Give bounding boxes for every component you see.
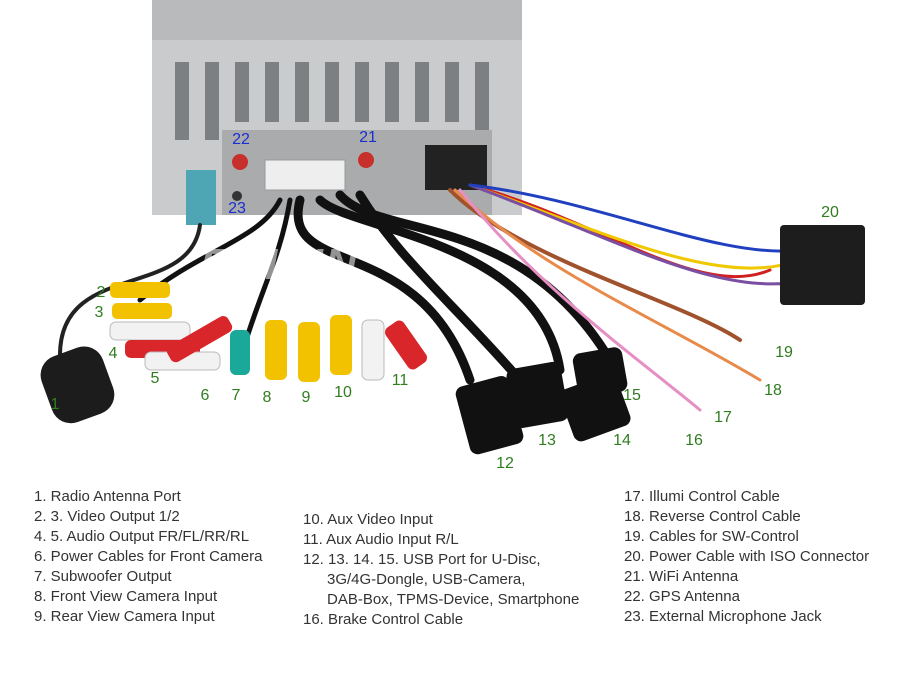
- legend-item-continued: 3G/4G-Dongle, USB-Camera,: [327, 571, 526, 588]
- callout-17: 17: [714, 409, 732, 426]
- product-photo: [40, 0, 865, 455]
- callout-6: 6: [200, 387, 210, 404]
- legend-item: 22. GPS Antenna: [624, 588, 740, 605]
- legend-item: 10. Aux Video Input: [303, 511, 433, 528]
- callout-23: 23: [228, 200, 246, 217]
- legend-item: 11. Aux Audio Input R/L: [303, 531, 459, 548]
- callout-21: 21: [359, 129, 377, 146]
- legend-column-2: 10. Aux Video Input 11. Aux Audio Input …: [303, 510, 579, 630]
- legend-item: 20. Power Cable with ISO Connector: [624, 548, 870, 565]
- legend-item: 21. WiFi Antenna: [624, 568, 739, 585]
- callout-5: 5: [150, 370, 160, 387]
- legend-item: 19. Cables for SW-Control: [624, 528, 799, 545]
- fakra-connector: [186, 170, 216, 225]
- callout-4: 4: [108, 345, 118, 362]
- callout-13: 13: [538, 432, 556, 449]
- gps-port: [232, 154, 248, 170]
- legend-column-1: 1. Radio Antenna Port 2. 3. Video Output…: [34, 487, 262, 627]
- legend-column-3: 17. Illumi Control Cable 18. Reverse Con…: [624, 487, 869, 627]
- radio-antenna-socket: [40, 346, 115, 424]
- rca-plugs: [109, 282, 427, 382]
- legend-item: 23. External Microphone Jack: [624, 608, 822, 625]
- callout-1: 1: [50, 396, 60, 413]
- legend-item: 9. Rear View Camera Input: [34, 608, 215, 625]
- callout-15: 15: [623, 387, 641, 404]
- callout-7: 7: [231, 387, 241, 404]
- legend-item: 16. Brake Control Cable: [303, 611, 464, 628]
- legend-item: 7. Subwoofer Output: [34, 568, 172, 585]
- wifi-port: [358, 152, 374, 168]
- callout-9: 9: [301, 389, 311, 406]
- iso-connector: [780, 225, 865, 305]
- callout-3: 3: [94, 304, 104, 321]
- legend-item: 18. Reverse Control Cable: [624, 508, 801, 525]
- callout-14: 14: [613, 432, 631, 449]
- cables: [58, 183, 812, 412]
- usb-connectors: [455, 347, 631, 455]
- callout-20: 20: [821, 204, 839, 221]
- legend-item: 1. Radio Antenna Port: [34, 488, 181, 505]
- callout-11: 11: [391, 372, 409, 389]
- callout-18: 18: [764, 382, 782, 399]
- legend-item: 17. Illumi Control Cable: [624, 488, 780, 505]
- callout-12: 12: [496, 455, 514, 472]
- mic-jack: [232, 191, 242, 201]
- watermark-logo: ERISIN: [200, 240, 359, 289]
- legend-item: 12. 13. 14. 15. USB Port for U-Disc,: [303, 551, 541, 568]
- legend-item: 6. Power Cables for Front Camera: [34, 548, 263, 565]
- legend-item: 2. 3. Video Output 1/2: [34, 508, 180, 525]
- callout-16: 16: [685, 432, 703, 449]
- callout-2: 2: [96, 284, 106, 301]
- legend-item: 8. Front View Camera Input: [34, 588, 218, 605]
- legend-item: 4. 5. Audio Output FR/FL/RR/RL: [34, 528, 250, 545]
- callout-19: 19: [775, 344, 793, 361]
- legend-item-continued: DAB-Box, TPMS-Device, Smartphone: [327, 591, 580, 608]
- callout-8: 8: [262, 389, 272, 406]
- callout-22: 22: [232, 131, 250, 148]
- callout-10: 10: [334, 384, 352, 401]
